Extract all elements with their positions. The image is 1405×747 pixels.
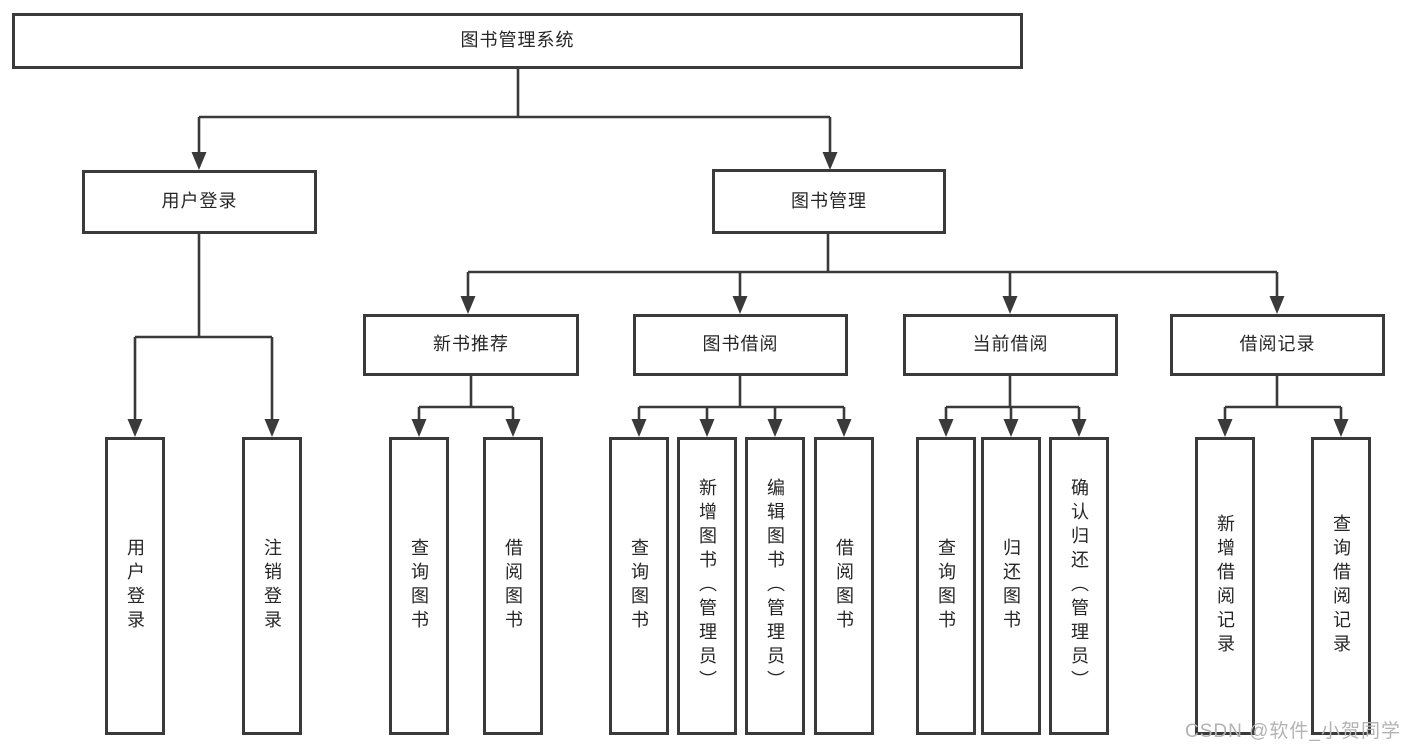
arrow-down-icon	[1217, 419, 1233, 437]
arrow-down-icon	[505, 419, 521, 437]
node-book-management: 图书管理	[712, 169, 946, 234]
node-label: 查询图书	[409, 538, 429, 634]
arrow-down-icon	[191, 152, 207, 170]
leaf-query-books-current: 查询图书	[916, 437, 976, 735]
node-label: 图书管理系统	[460, 30, 575, 51]
arrow-down-icon	[836, 419, 852, 437]
arrow-down-icon	[631, 419, 647, 437]
node-label: 编辑图书（管理员）	[765, 478, 785, 694]
node-label: 用户登录	[125, 538, 145, 634]
node-label: 图书管理	[791, 190, 867, 211]
connector-book-borrowing-to-leaves	[631, 376, 852, 437]
node-library-management-system: 图书管理系统	[12, 13, 1023, 69]
node-label: 查询图书	[936, 538, 956, 634]
node-label: 查询借阅记录	[1331, 514, 1351, 658]
arrow-down-icon	[822, 152, 838, 170]
leaf-borrow-books: 借阅图书	[814, 437, 874, 735]
node-label: 新书推荐	[433, 334, 509, 355]
node-label: 借阅记录	[1239, 334, 1316, 355]
leaf-edit-books-admin: 编辑图书（管理员）	[745, 437, 805, 735]
node-label: 新增图书（管理员）	[697, 478, 717, 694]
node-label: 用户登录	[161, 191, 238, 212]
node-user-login: 用户登录	[82, 170, 317, 234]
arrow-down-icon	[460, 296, 476, 314]
node-label: 查询图书	[629, 538, 649, 634]
arrow-down-icon	[1269, 296, 1285, 314]
leaf-confirm-return-admin: 确认归还（管理员）	[1049, 437, 1109, 735]
node-label: 确认归还（管理员）	[1069, 478, 1089, 694]
node-book-borrowing: 图书借阅	[633, 314, 848, 376]
connector-user-login-to-leaves	[127, 234, 280, 437]
leaf-logout: 注销登录	[242, 437, 302, 735]
leaf-return-books: 归还图书	[981, 437, 1041, 735]
arrow-down-icon	[938, 419, 954, 437]
arrow-down-icon	[1003, 419, 1019, 437]
leaf-add-borrow-record: 新增借阅记录	[1195, 437, 1255, 735]
leaf-query-books-recommend: 查询图书	[389, 437, 449, 735]
arrow-down-icon	[1002, 296, 1018, 314]
node-label: 当前借阅	[972, 334, 1049, 355]
node-label: 新增借阅记录	[1215, 514, 1235, 658]
arrow-down-icon	[411, 419, 427, 437]
arrow-down-icon	[264, 419, 280, 437]
node-label: 借阅图书	[834, 538, 854, 634]
node-label: 图书借阅	[702, 334, 779, 355]
arrow-down-icon	[767, 419, 783, 437]
node-label: 注销登录	[262, 538, 282, 634]
arrow-down-icon	[1071, 419, 1087, 437]
leaf-query-borrow-record: 查询借阅记录	[1311, 437, 1371, 735]
node-current-borrowing: 当前借阅	[903, 314, 1118, 376]
node-new-book-recommendation: 新书推荐	[363, 314, 579, 376]
leaf-user-login: 用户登录	[105, 437, 165, 735]
csdn-watermark: CSDN @软件_小贺同学	[1185, 721, 1401, 742]
connector-current-borrowing-to-leaves	[938, 376, 1087, 437]
arrow-down-icon	[127, 419, 143, 437]
leaf-add-books-admin: 新增图书（管理员）	[677, 437, 737, 735]
node-label: 归还图书	[1001, 538, 1021, 634]
node-borrowing-records: 借阅记录	[1170, 314, 1385, 376]
arrow-down-icon	[1333, 419, 1349, 437]
leaf-borrow-books-recommend: 借阅图书	[483, 437, 543, 735]
connector-borrowing-records-to-leaves	[1217, 376, 1349, 437]
arrow-down-icon	[699, 419, 715, 437]
leaf-query-books-borrowing: 查询图书	[609, 437, 669, 735]
connector-root-to-level2	[191, 69, 838, 170]
arrow-down-icon	[732, 296, 748, 314]
connector-new-book-rec-to-leaves	[411, 376, 521, 437]
node-label: 借阅图书	[503, 538, 523, 634]
connector-book-mgmt-to-level3	[460, 234, 1285, 314]
